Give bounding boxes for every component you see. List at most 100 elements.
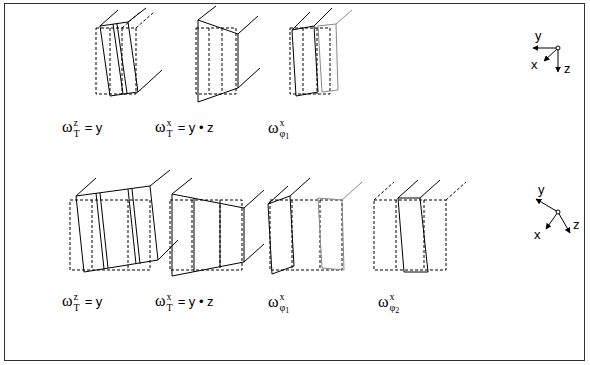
beam-edge: [150, 170, 170, 186]
beam-edge: [100, 10, 118, 26]
frame: [5, 4, 585, 361]
undeformed-edge: [374, 182, 394, 200]
beam-edge: [244, 244, 264, 262]
undeformed-web: [303, 28, 304, 94]
section-rotation-sketch: [96, 8, 162, 96]
section-warping-sketch: [170, 178, 264, 276]
mode-formula: ωxφ1: [268, 118, 289, 141]
subscript: T: [167, 128, 173, 139]
undeformed-section: [96, 12, 154, 94]
deformed-outline-grey: [318, 198, 344, 270]
formula-value: = y • z: [178, 120, 214, 135]
mode-formula: ωxT= y • z: [155, 118, 214, 139]
axis-arrow: [546, 212, 558, 229]
undeformed-web: [192, 200, 193, 270]
axis-label: y: [535, 29, 542, 42]
undeformed-outline: [270, 200, 342, 270]
beam-edge: [314, 8, 332, 26]
undeformed-section: [270, 200, 342, 270]
deformed-outline: [76, 186, 158, 272]
undeformed-outline: [70, 200, 150, 270]
axis-label: z: [573, 218, 580, 231]
subscript: T: [167, 302, 173, 313]
deformed-outline: [100, 22, 138, 96]
beam-edge: [244, 190, 264, 208]
beam-edge: [158, 240, 178, 260]
formula-value: = y: [85, 294, 103, 309]
mode-formula: ωzT = y: [62, 292, 102, 313]
superscript: z: [74, 118, 80, 129]
subscript-line: T: [167, 303, 173, 314]
section-distortion-sketch: [290, 8, 352, 96]
undeformed-section: [196, 28, 236, 94]
subscript-line: T: [167, 129, 173, 140]
axis-label: y: [538, 183, 545, 196]
undeformed-section: [170, 200, 242, 270]
deformed-outline-grey: [318, 24, 338, 92]
beam-edge: [398, 180, 418, 198]
section-warping-sketch: [196, 6, 260, 102]
undeformed-web: [222, 28, 223, 94]
superscript: x: [167, 118, 173, 129]
undeformed-outline: [374, 200, 446, 270]
deformed-web: [113, 24, 123, 94]
undeformed-section: [374, 182, 466, 270]
superscript: z: [74, 292, 80, 303]
deformed-web: [96, 193, 104, 269]
section-distortion-sketch: [268, 178, 362, 274]
superscript: x: [167, 292, 173, 303]
superscript: x: [280, 118, 290, 129]
deformed-outline: [172, 194, 244, 276]
superscript: x: [390, 292, 400, 303]
index-stack: xφ2: [390, 292, 400, 315]
index-stack: zT: [74, 118, 80, 139]
subscript-index: 1: [285, 306, 289, 315]
section-rotation-sketch: [70, 170, 178, 272]
undeformed-edge: [136, 12, 154, 28]
axis-arrow: [558, 212, 570, 233]
mode-formula: ωxT= y • z: [155, 292, 214, 313]
subscript-line: φ2: [390, 303, 400, 315]
index-stack: xφ1: [280, 292, 290, 315]
undeformed-web: [92, 200, 93, 270]
omega-symbol: ω: [268, 119, 279, 136]
beam-edge: [290, 178, 310, 196]
omega-symbol: ω: [62, 292, 73, 309]
beam-edge: [128, 8, 146, 22]
beam-edge: [76, 178, 96, 196]
subscript-index: 2: [395, 306, 399, 315]
axis-label: x: [534, 228, 541, 241]
section-distortion-sketch: [374, 180, 466, 272]
deformed-web: [194, 198, 195, 272]
index-stack: zT: [74, 292, 80, 313]
undeformed-outline: [170, 200, 242, 270]
undeformed-outline: [290, 28, 330, 94]
subscript-line: T: [74, 303, 80, 314]
deformed-outline: [398, 198, 428, 272]
beam-edge: [342, 182, 362, 200]
deformed-outline: [292, 26, 318, 96]
omega-symbol: ω: [155, 292, 166, 309]
index-stack: xT: [167, 292, 173, 313]
subscript-line: T: [74, 129, 80, 140]
beam-edge: [172, 178, 192, 194]
omega-symbol: ω: [62, 118, 73, 135]
subscript: φ: [280, 302, 286, 313]
undeformed-web: [209, 28, 210, 94]
subscript: φ: [390, 302, 396, 313]
subscript-line: φ1: [280, 303, 290, 315]
subscript-index: 1: [285, 132, 289, 141]
mode-formula: ωzT = y: [62, 118, 102, 139]
beam-edge: [336, 10, 352, 24]
axis-origin: [556, 46, 560, 50]
beam-edge: [238, 68, 260, 88]
deformed-web: [220, 203, 221, 267]
mode-formula: ωxφ2: [378, 292, 399, 315]
omega-symbol: ω: [378, 293, 389, 310]
deformed-web: [128, 189, 136, 264]
beam-edge: [198, 6, 216, 20]
formula-value: = y: [85, 120, 103, 135]
deformed-web: [100, 193, 108, 268]
